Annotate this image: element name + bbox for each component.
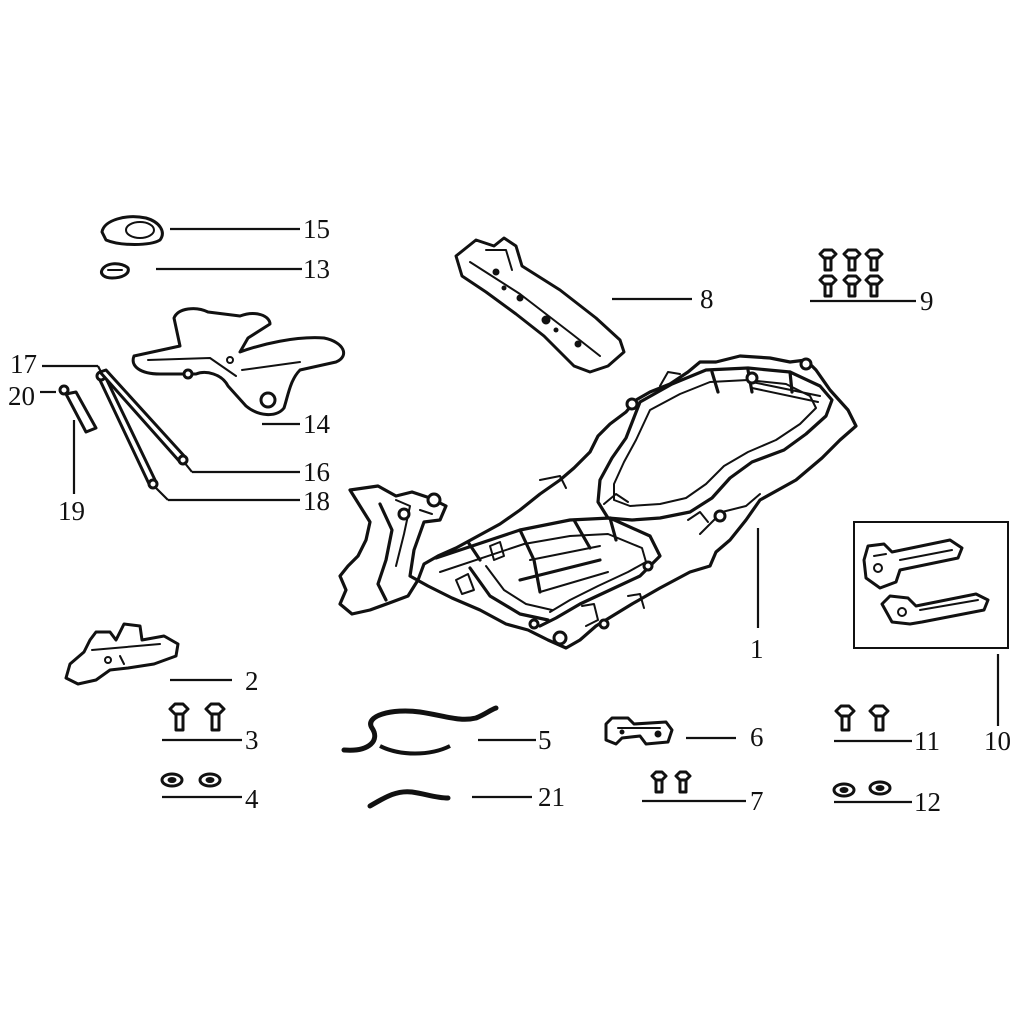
part-20-nut (58, 384, 70, 396)
callout-3: 3 (245, 725, 259, 755)
bolt-icon (650, 770, 668, 794)
callout-14: 14 (303, 409, 331, 439)
bolt-icon (868, 704, 890, 732)
callout-21: 21 (538, 782, 565, 812)
bolt-icon (818, 274, 838, 298)
part-19-sleeve (64, 390, 98, 434)
part-18-rod (95, 370, 159, 490)
part-2-bracket (64, 622, 180, 686)
leader-16b (183, 461, 193, 473)
bolt-icon (168, 702, 190, 732)
bolt-icon (842, 248, 862, 272)
callout-12: 12 (914, 787, 941, 817)
callout-6: 6 (750, 722, 764, 752)
bolt-icon (204, 702, 226, 732)
bolt-icon (674, 770, 692, 794)
part-5-cable (341, 705, 499, 756)
part-6-bracket (604, 716, 674, 746)
leader-17b (97, 365, 103, 375)
part-1-frame (338, 354, 858, 650)
leader-18b (155, 487, 169, 501)
callout-1: 1 (750, 634, 764, 664)
callout-8: 8 (700, 284, 714, 314)
bolt-icon (864, 248, 884, 272)
part-21-hose (367, 789, 451, 809)
bolt-icon (818, 248, 838, 272)
bolt-icon (864, 274, 884, 298)
callout-13: 13 (303, 254, 330, 284)
callout-20: 20 (8, 381, 35, 411)
part-13-clip (100, 262, 130, 280)
part-7-bolts (650, 770, 692, 794)
part-12-nuts (832, 780, 892, 798)
callout-2: 2 (245, 666, 259, 696)
callout-19: 19 (58, 496, 85, 526)
callout-10: 10 (984, 726, 1011, 756)
callout-11: 11 (914, 726, 940, 756)
part-3-bolts (168, 702, 226, 732)
part-4-nuts (160, 772, 222, 788)
callout-15: 15 (303, 214, 330, 244)
part-16-rod (98, 368, 189, 466)
part-15-cap (100, 215, 164, 246)
part-8-plate (454, 236, 626, 374)
part-10-bracket-set (853, 521, 1009, 649)
bolt-icon (842, 274, 862, 298)
part-14-bracket (131, 307, 346, 416)
callout-9: 9 (920, 286, 934, 316)
part-9-bolts (818, 248, 884, 298)
callout-7: 7 (750, 786, 764, 816)
callout-5: 5 (538, 725, 552, 755)
bolt-icon (834, 704, 856, 732)
callout-4: 4 (245, 784, 259, 814)
part-11-bolts (834, 704, 890, 732)
callout-16: 16 (303, 457, 330, 487)
callout-18: 18 (303, 486, 330, 516)
callout-17: 17 (10, 349, 37, 379)
